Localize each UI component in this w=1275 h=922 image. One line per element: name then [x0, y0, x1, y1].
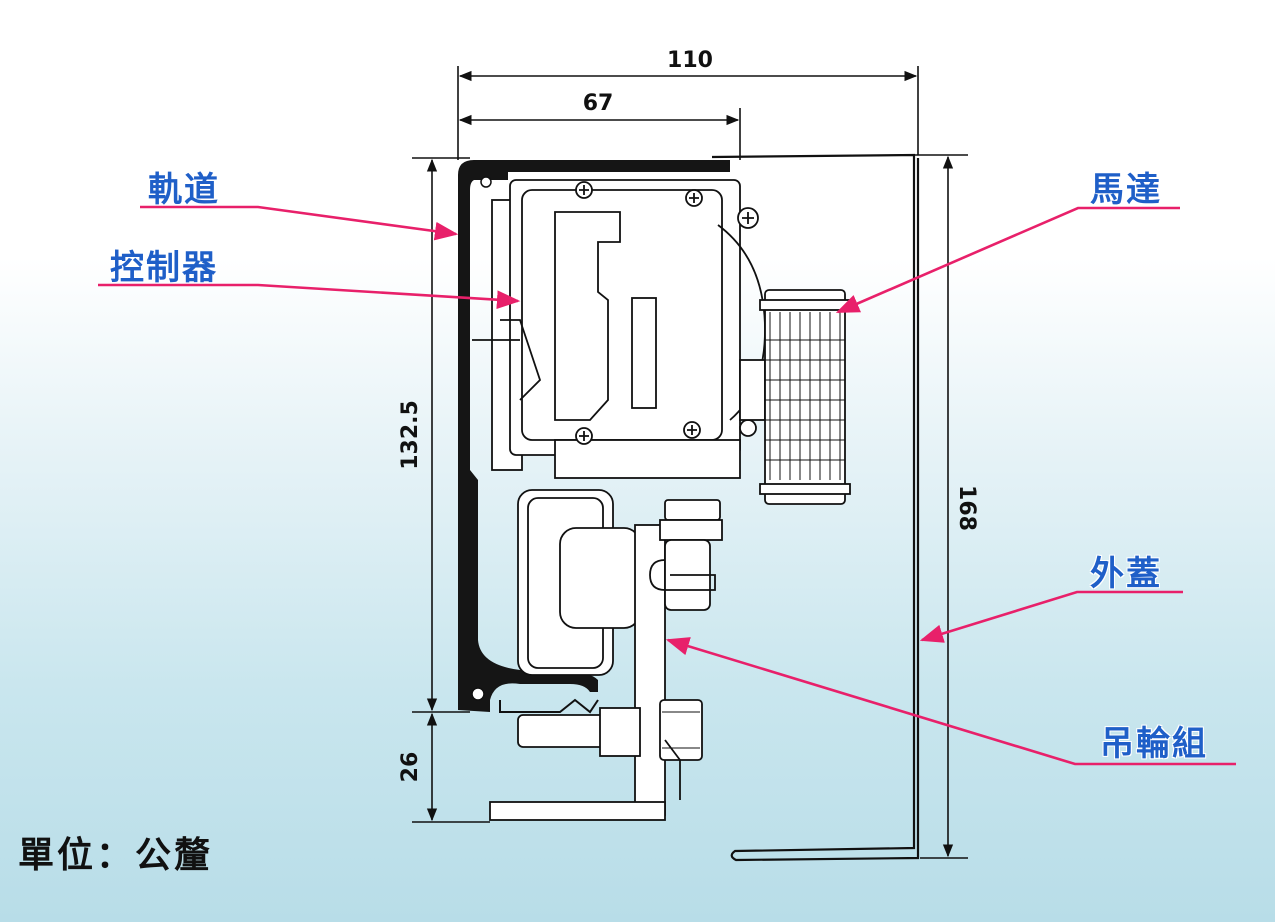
dimension-label-168: 168 [954, 485, 979, 531]
dimension-label-132-5: 132.5 [398, 400, 423, 470]
callout-motor: 馬達 [1090, 170, 1162, 210]
leader-controller [98, 283, 521, 310]
dimension-label-67: 67 [583, 91, 614, 116]
callout-cover: 外蓋 [1090, 554, 1162, 594]
leader-track [140, 205, 459, 241]
unit-label: 單位：公釐 [18, 835, 214, 876]
dimension-width-total [457, 66, 919, 160]
dimension-label-26: 26 [398, 752, 423, 783]
leader-motor [835, 206, 1180, 314]
dimension-width-partial [458, 108, 741, 160]
leader-lines [98, 205, 1236, 766]
dimension-label-110: 110 [667, 48, 713, 73]
callout-hanger: 吊輪組 [1100, 724, 1208, 764]
controller-box [472, 179, 759, 479]
dimension-height-total [910, 154, 968, 859]
leader-cover [919, 590, 1183, 643]
motor-assembly [717, 224, 851, 505]
track-profile [458, 160, 730, 714]
callout-track: 軌道 [148, 170, 220, 210]
leader-hanger [665, 637, 1236, 766]
callout-controller: 控制器 [110, 248, 218, 288]
dimension-height-bottom [412, 712, 490, 823]
hanger-wheel-assembly [489, 489, 723, 821]
dimension-height-track [412, 157, 470, 713]
outer-cover-outline [711, 153, 920, 862]
